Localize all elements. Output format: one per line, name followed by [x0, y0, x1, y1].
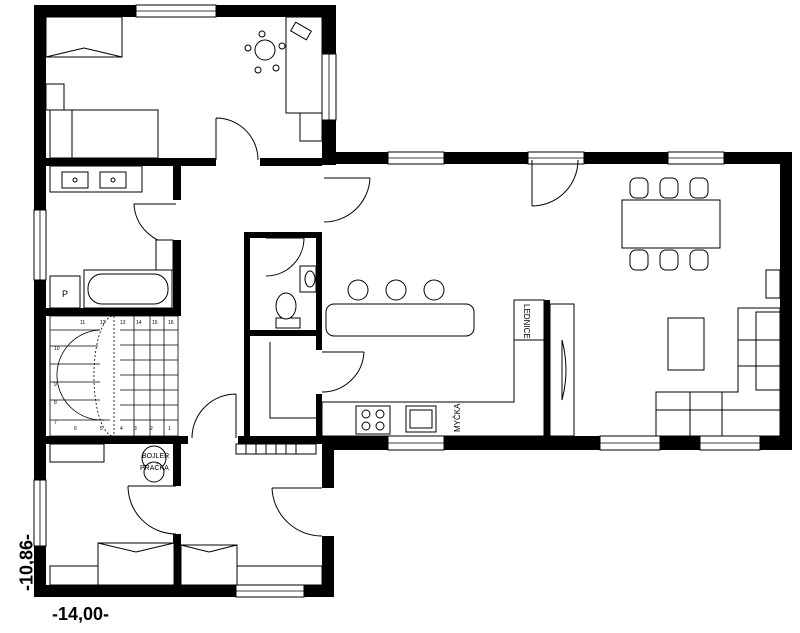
pantry-label: P	[62, 289, 68, 299]
wall-int-v4	[316, 232, 322, 438]
stool-3	[423, 279, 445, 301]
bath-cabinet	[155, 239, 174, 271]
living	[655, 307, 781, 437]
dishwasher-label: MYČKA	[453, 403, 462, 432]
svg-text:5: 5	[100, 426, 103, 432]
wall-int-h2	[46, 308, 181, 316]
doors	[127, 117, 579, 537]
door-living-top	[531, 159, 579, 207]
svg-text:16: 16	[168, 320, 174, 326]
shower-tray	[49, 275, 81, 309]
stool-2	[385, 279, 407, 301]
washer-label: PRAČKA	[140, 463, 169, 472]
toilet	[275, 292, 297, 320]
bedroom-furniture	[45, 16, 323, 159]
dimension-width: -14,00-	[52, 604, 110, 624]
svg-text:7: 7	[54, 420, 57, 426]
chair-bottom-2	[659, 249, 679, 271]
dimension-height: -10,86-	[16, 533, 37, 592]
dining-table	[621, 199, 721, 249]
wardrobe-right	[180, 544, 238, 586]
wall-kitchen-stub	[544, 300, 550, 436]
cooktop	[355, 405, 391, 435]
bed-pillow	[49, 109, 73, 159]
side-cabinet	[765, 269, 781, 299]
boiler-label: BOJLER	[142, 453, 169, 460]
window-lines	[39, 10, 760, 592]
svg-text:11: 11	[80, 320, 85, 326]
svg-text:6: 6	[74, 426, 77, 432]
washer	[143, 461, 165, 483]
door-wc	[265, 237, 305, 277]
wc	[275, 265, 317, 329]
shelf-bottom-left	[49, 565, 99, 586]
door-room-right	[271, 487, 323, 537]
svg-text:15: 15	[152, 320, 158, 326]
door-bath	[133, 203, 177, 245]
kitchen-island	[325, 303, 475, 337]
door-bedroom	[215, 117, 259, 161]
chair-top-1	[629, 177, 649, 199]
staircase	[49, 315, 179, 437]
wall-int-h4	[244, 232, 322, 238]
chair-top-2	[659, 177, 679, 199]
svg-text:9: 9	[54, 382, 57, 388]
chair-bottom-3	[689, 249, 709, 271]
closet	[269, 342, 316, 419]
chair-top-3	[689, 177, 709, 199]
fridge-label: LEDNICE	[522, 304, 531, 339]
utility	[49, 443, 167, 483]
svg-text:12: 12	[100, 320, 106, 326]
fridge	[513, 299, 545, 341]
dining	[621, 177, 781, 299]
door-kitchen	[321, 351, 365, 393]
wall-left-left	[34, 5, 46, 597]
svg-text:10: 10	[54, 346, 60, 352]
stool-1	[347, 279, 369, 301]
lower-rooms	[49, 542, 323, 586]
shelf	[299, 112, 323, 142]
svg-text:3: 3	[134, 426, 137, 432]
coffee-table	[667, 317, 705, 371]
wardrobe-top	[45, 16, 123, 58]
bed-nightstand	[45, 83, 65, 111]
wall-right-right	[780, 152, 792, 450]
door-hall	[191, 393, 237, 439]
door-openings	[172, 157, 335, 536]
utility-counter	[49, 443, 105, 463]
bathroom	[49, 165, 174, 309]
svg-text:4: 4	[120, 426, 123, 432]
svg-text:14: 14	[136, 320, 142, 326]
stair-numbers: 1 2 3 4 5 6 7 8 9 10 11 12 13 14 15 16	[54, 320, 174, 432]
door-room-left	[127, 485, 177, 535]
wall-int-h1	[46, 158, 322, 166]
chair-bottom-1	[629, 249, 649, 271]
wall-int-h5	[244, 330, 322, 336]
svg-text:1: 1	[168, 426, 171, 432]
glass-partition	[561, 339, 567, 401]
hall-details	[235, 443, 317, 455]
wardrobe-left	[97, 542, 175, 586]
svg-text:8: 8	[54, 400, 57, 406]
svg-text:13: 13	[120, 320, 126, 326]
chair-seat	[254, 39, 276, 61]
wall-int-h3	[46, 436, 322, 444]
door-living	[323, 177, 371, 223]
svg-text:2: 2	[150, 426, 153, 432]
laptop	[290, 21, 312, 41]
shelf-bottom-right	[236, 565, 323, 586]
kitchen	[321, 279, 575, 437]
